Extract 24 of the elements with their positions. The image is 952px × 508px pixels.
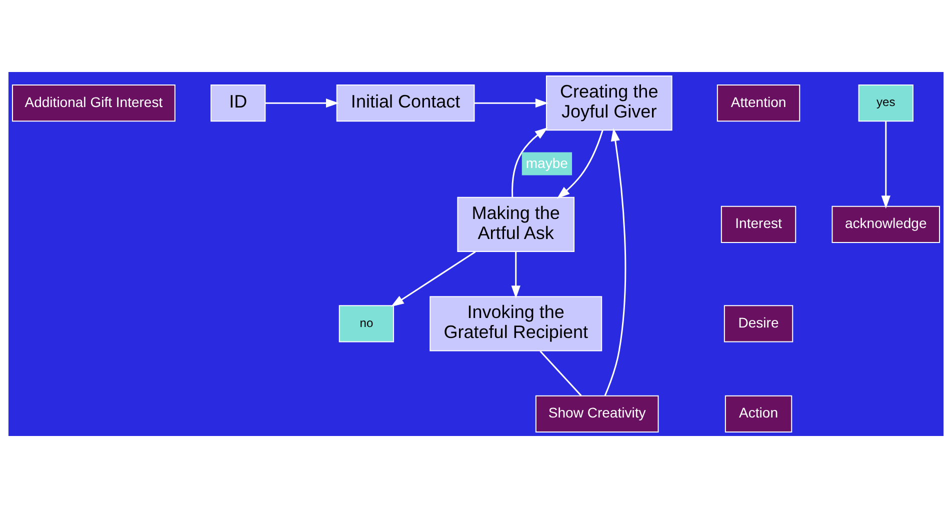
node-box: Creating the Joyful Giver — [546, 76, 672, 131]
node-box: Invoking the Grateful Recipient — [430, 296, 602, 352]
node-box: Initial Contact — [336, 84, 475, 122]
arrow — [390, 251, 476, 307]
arrow — [265, 98, 340, 108]
node-box: Attention — [716, 84, 800, 122]
node-box: Desire — [724, 305, 794, 342]
node-box: no — [338, 305, 394, 342]
arrow — [556, 130, 604, 199]
node-box: Action — [724, 395, 792, 432]
connector — [540, 350, 582, 396]
node-box: ID — [210, 84, 266, 122]
arrow — [604, 128, 626, 396]
arrow — [474, 98, 548, 108]
node-box: Interest — [720, 206, 796, 243]
node-box: Making the Artful Ask — [457, 196, 575, 252]
node-box: acknowledge — [832, 206, 940, 243]
arrow — [511, 252, 520, 299]
arrow — [881, 121, 890, 209]
edge-label: maybe — [526, 154, 568, 171]
node-box: yes — [858, 84, 914, 122]
arrow — [512, 127, 548, 198]
node-box: Additional Gift Interest — [12, 84, 176, 122]
node-box: Show Creativity — [535, 395, 659, 432]
